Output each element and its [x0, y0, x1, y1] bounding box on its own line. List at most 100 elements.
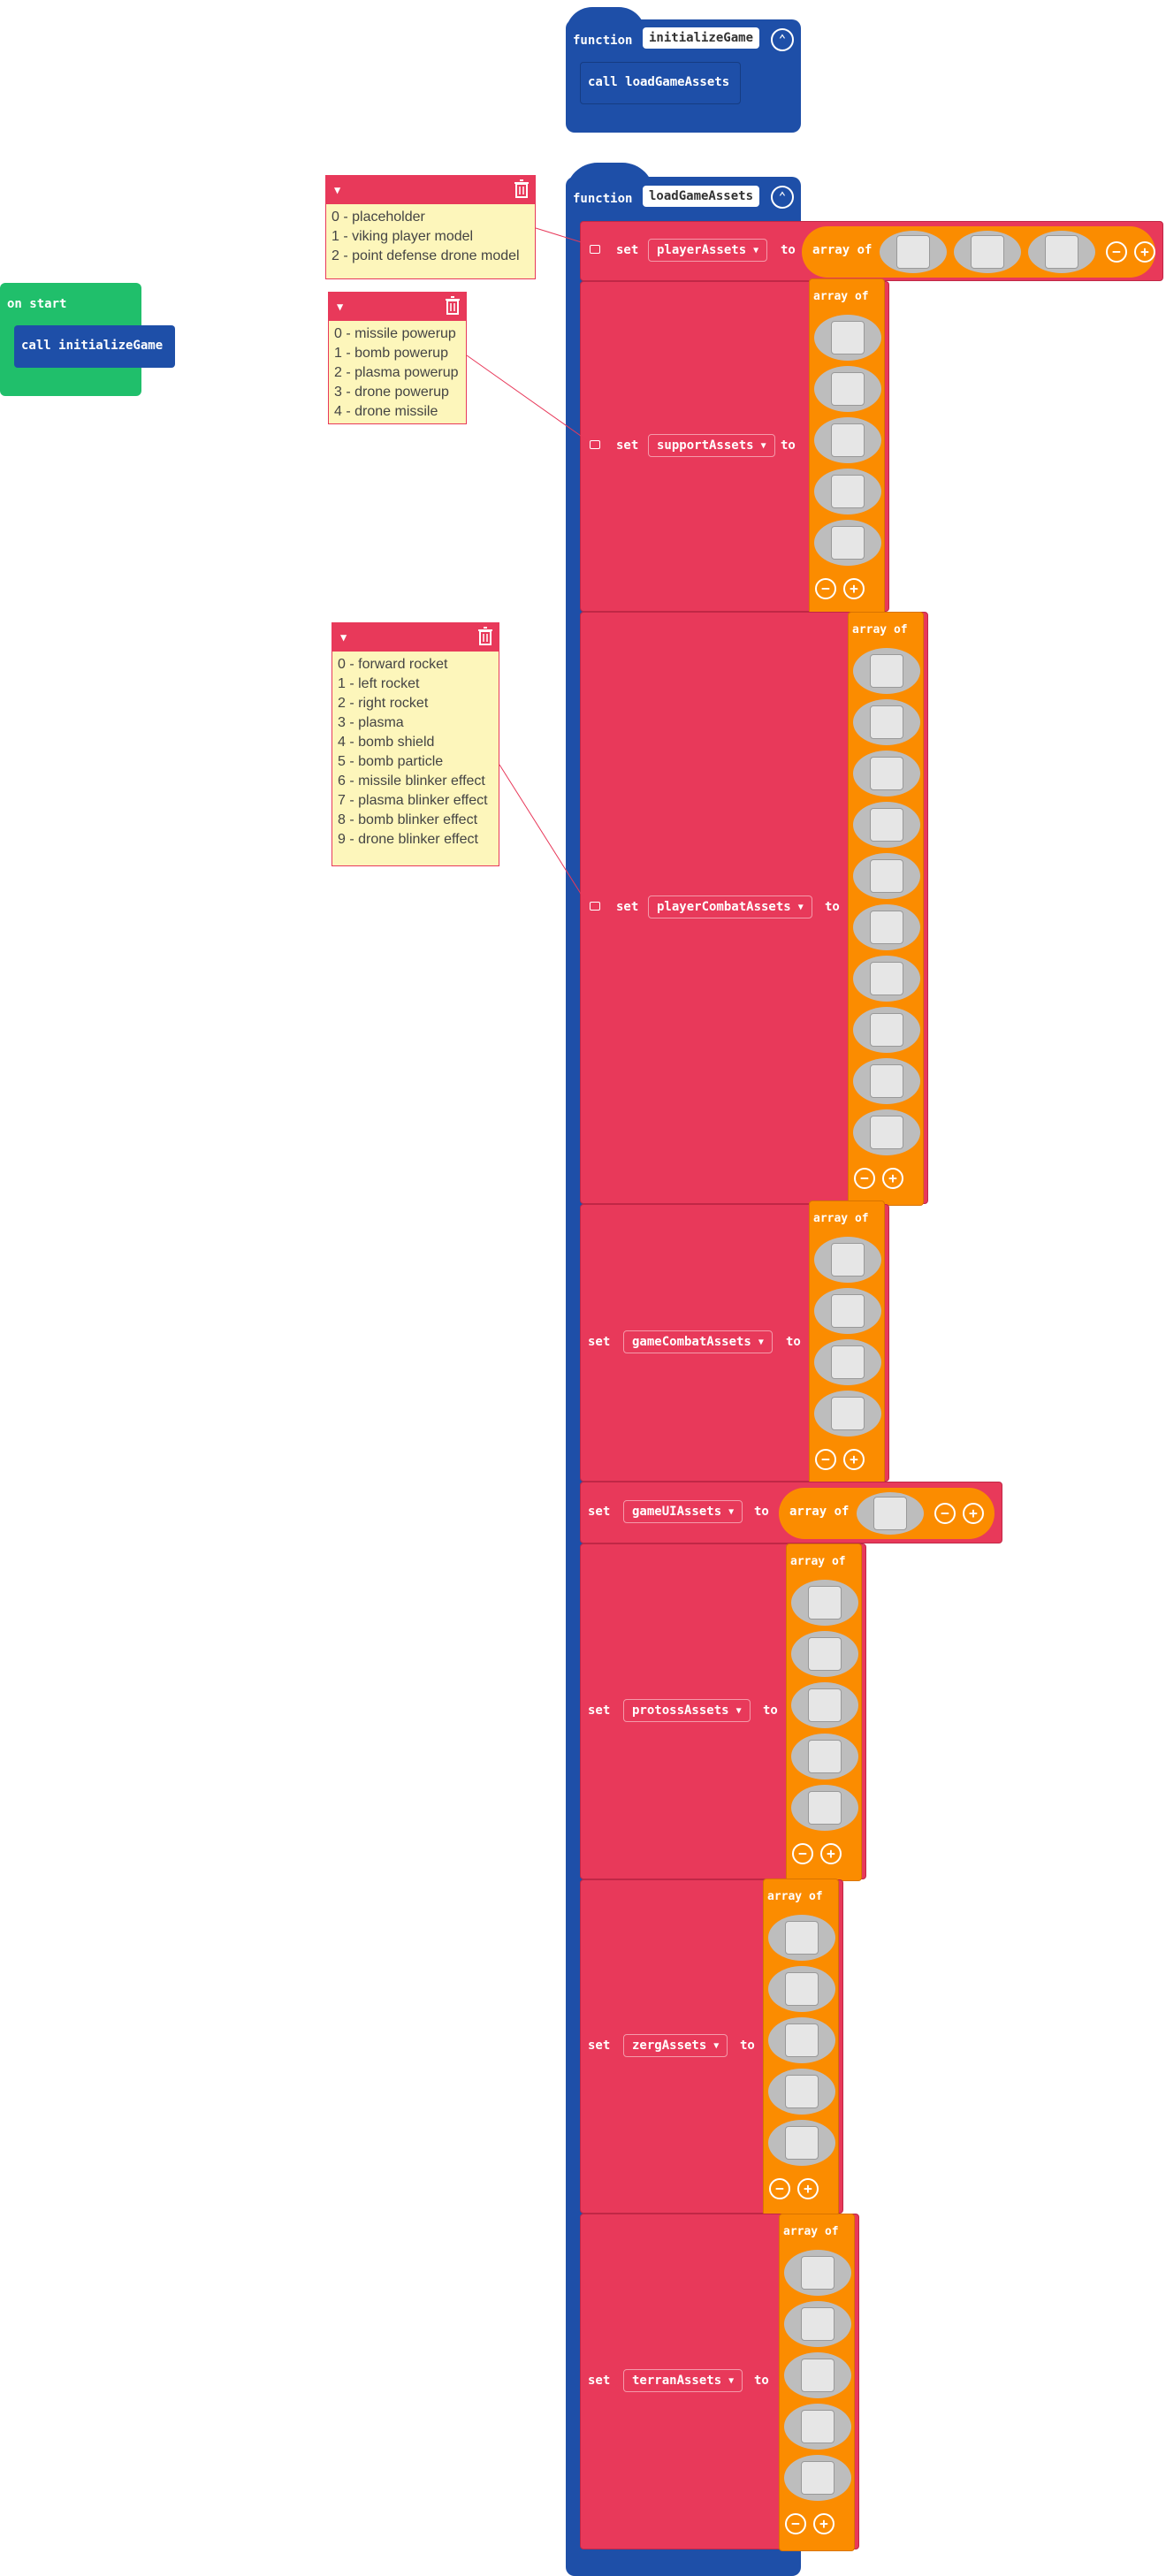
comment-icon[interactable]	[590, 440, 600, 449]
comment-support-assets[interactable]: ▼ 0 - missile powerup 1 - bomb powerup 2…	[328, 292, 467, 424]
minus-icon[interactable]: −	[1106, 241, 1127, 263]
image-thumbnail[interactable]	[831, 1345, 865, 1379]
image-slot[interactable]	[954, 231, 1021, 273]
array-block[interactable]: array of−+	[809, 278, 885, 616]
image-thumbnail[interactable]	[808, 1586, 842, 1620]
plus-icon[interactable]: +	[843, 578, 865, 599]
image-thumbnail[interactable]	[785, 1921, 819, 1955]
chevron-down-icon[interactable]: ▼	[337, 301, 344, 313]
array-block[interactable]: array of−+	[779, 2214, 855, 2551]
variable-dropdown[interactable]: supportAssets▼	[648, 434, 775, 457]
plus-icon[interactable]: +	[813, 2513, 834, 2534]
image-slot[interactable]	[814, 1391, 881, 1437]
function-name-field[interactable]: initializeGame	[643, 27, 760, 49]
plus-icon[interactable]: +	[797, 2178, 819, 2199]
image-slot[interactable]	[857, 1492, 924, 1535]
image-slot[interactable]	[784, 2455, 851, 2501]
variable-dropdown[interactable]: playerCombatAssets▼	[648, 896, 812, 918]
chevron-down-icon[interactable]: ▼	[334, 184, 341, 196]
image-slot[interactable]	[791, 1631, 858, 1677]
image-slot[interactable]	[768, 2120, 835, 2166]
minus-icon[interactable]: −	[934, 1503, 956, 1524]
image-thumbnail[interactable]	[801, 2461, 834, 2495]
image-thumbnail[interactable]	[831, 423, 865, 457]
image-slot[interactable]	[768, 1915, 835, 1961]
image-thumbnail[interactable]	[785, 2023, 819, 2057]
image-slot[interactable]	[853, 802, 920, 848]
plus-icon[interactable]: +	[963, 1503, 984, 1524]
comment-text[interactable]: 0 - missile powerup 1 - bomb powerup 2 -…	[329, 321, 466, 425]
image-thumbnail[interactable]	[801, 2307, 834, 2341]
plus-icon[interactable]: +	[882, 1168, 903, 1189]
image-slot[interactable]	[784, 2404, 851, 2450]
variable-dropdown[interactable]: terranAssets▼	[623, 2369, 743, 2392]
image-thumbnail[interactable]	[831, 1294, 865, 1328]
image-thumbnail[interactable]	[870, 1116, 903, 1149]
variable-dropdown[interactable]: playerAssets▼	[648, 239, 768, 262]
image-thumbnail[interactable]	[1045, 235, 1078, 269]
image-slot[interactable]	[791, 1785, 858, 1831]
image-thumbnail[interactable]	[785, 2075, 819, 2108]
array-block[interactable]: array of−+	[802, 226, 1155, 278]
image-thumbnail[interactable]	[808, 1740, 842, 1773]
image-thumbnail[interactable]	[870, 808, 903, 842]
array-block[interactable]: array of−+	[848, 612, 924, 1206]
image-slot[interactable]	[791, 1734, 858, 1780]
image-thumbnail[interactable]	[971, 235, 1004, 269]
comment-icon[interactable]	[590, 902, 600, 911]
image-slot[interactable]	[814, 417, 881, 463]
image-slot[interactable]	[814, 366, 881, 412]
image-slot[interactable]	[814, 520, 881, 566]
variable-dropdown[interactable]: gameCombatAssets▼	[623, 1330, 773, 1353]
comment-text[interactable]: 0 - placeholder 1 - viking player model …	[326, 204, 535, 270]
image-slot[interactable]	[853, 1007, 920, 1053]
image-slot[interactable]	[784, 2250, 851, 2296]
image-slot[interactable]	[814, 1288, 881, 1334]
on-start-block[interactable]: on start call initializeGame	[0, 283, 175, 396]
variable-dropdown[interactable]: gameUIAssets▼	[623, 1500, 743, 1523]
collapse-icon[interactable]: ⌃	[771, 28, 794, 51]
trash-icon[interactable]	[514, 179, 530, 199]
collapse-icon[interactable]: ⌃	[771, 186, 794, 209]
image-thumbnail[interactable]	[801, 2256, 834, 2290]
image-slot[interactable]	[791, 1682, 858, 1728]
image-thumbnail[interactable]	[831, 526, 865, 560]
trash-icon[interactable]	[477, 627, 493, 646]
image-slot[interactable]	[768, 2069, 835, 2115]
array-block[interactable]: array of−+	[763, 1879, 839, 2216]
image-thumbnail[interactable]	[896, 235, 930, 269]
image-thumbnail[interactable]	[785, 1972, 819, 2006]
comment-text[interactable]: 0 - forward rocket 1 - left rocket 2 - r…	[332, 652, 499, 853]
image-thumbnail[interactable]	[808, 1791, 842, 1825]
call-load-game-assets-block[interactable]: call loadGameAssets	[580, 62, 741, 104]
image-thumbnail[interactable]	[870, 859, 903, 893]
image-thumbnail[interactable]	[831, 321, 865, 354]
image-thumbnail[interactable]	[870, 911, 903, 944]
image-slot[interactable]	[853, 1058, 920, 1104]
image-slot[interactable]	[853, 699, 920, 745]
minus-icon[interactable]: −	[785, 2513, 806, 2534]
image-thumbnail[interactable]	[831, 475, 865, 508]
image-slot[interactable]	[1028, 231, 1095, 273]
image-slot[interactable]	[814, 469, 881, 514]
comment-player-combat-assets[interactable]: ▼ 0 - forward rocket 1 - left rocket 2 -…	[332, 622, 499, 866]
image-thumbnail[interactable]	[870, 962, 903, 995]
trash-icon[interactable]	[445, 296, 461, 316]
minus-icon[interactable]: −	[769, 2178, 790, 2199]
image-slot[interactable]	[784, 2352, 851, 2398]
image-slot[interactable]	[853, 956, 920, 1002]
variable-dropdown[interactable]: protossAssets▼	[623, 1699, 751, 1722]
image-thumbnail[interactable]	[870, 654, 903, 688]
image-thumbnail[interactable]	[808, 1637, 842, 1671]
image-slot[interactable]	[791, 1580, 858, 1626]
image-slot[interactable]	[814, 1339, 881, 1385]
image-slot[interactable]	[814, 1237, 881, 1283]
image-thumbnail[interactable]	[870, 705, 903, 739]
